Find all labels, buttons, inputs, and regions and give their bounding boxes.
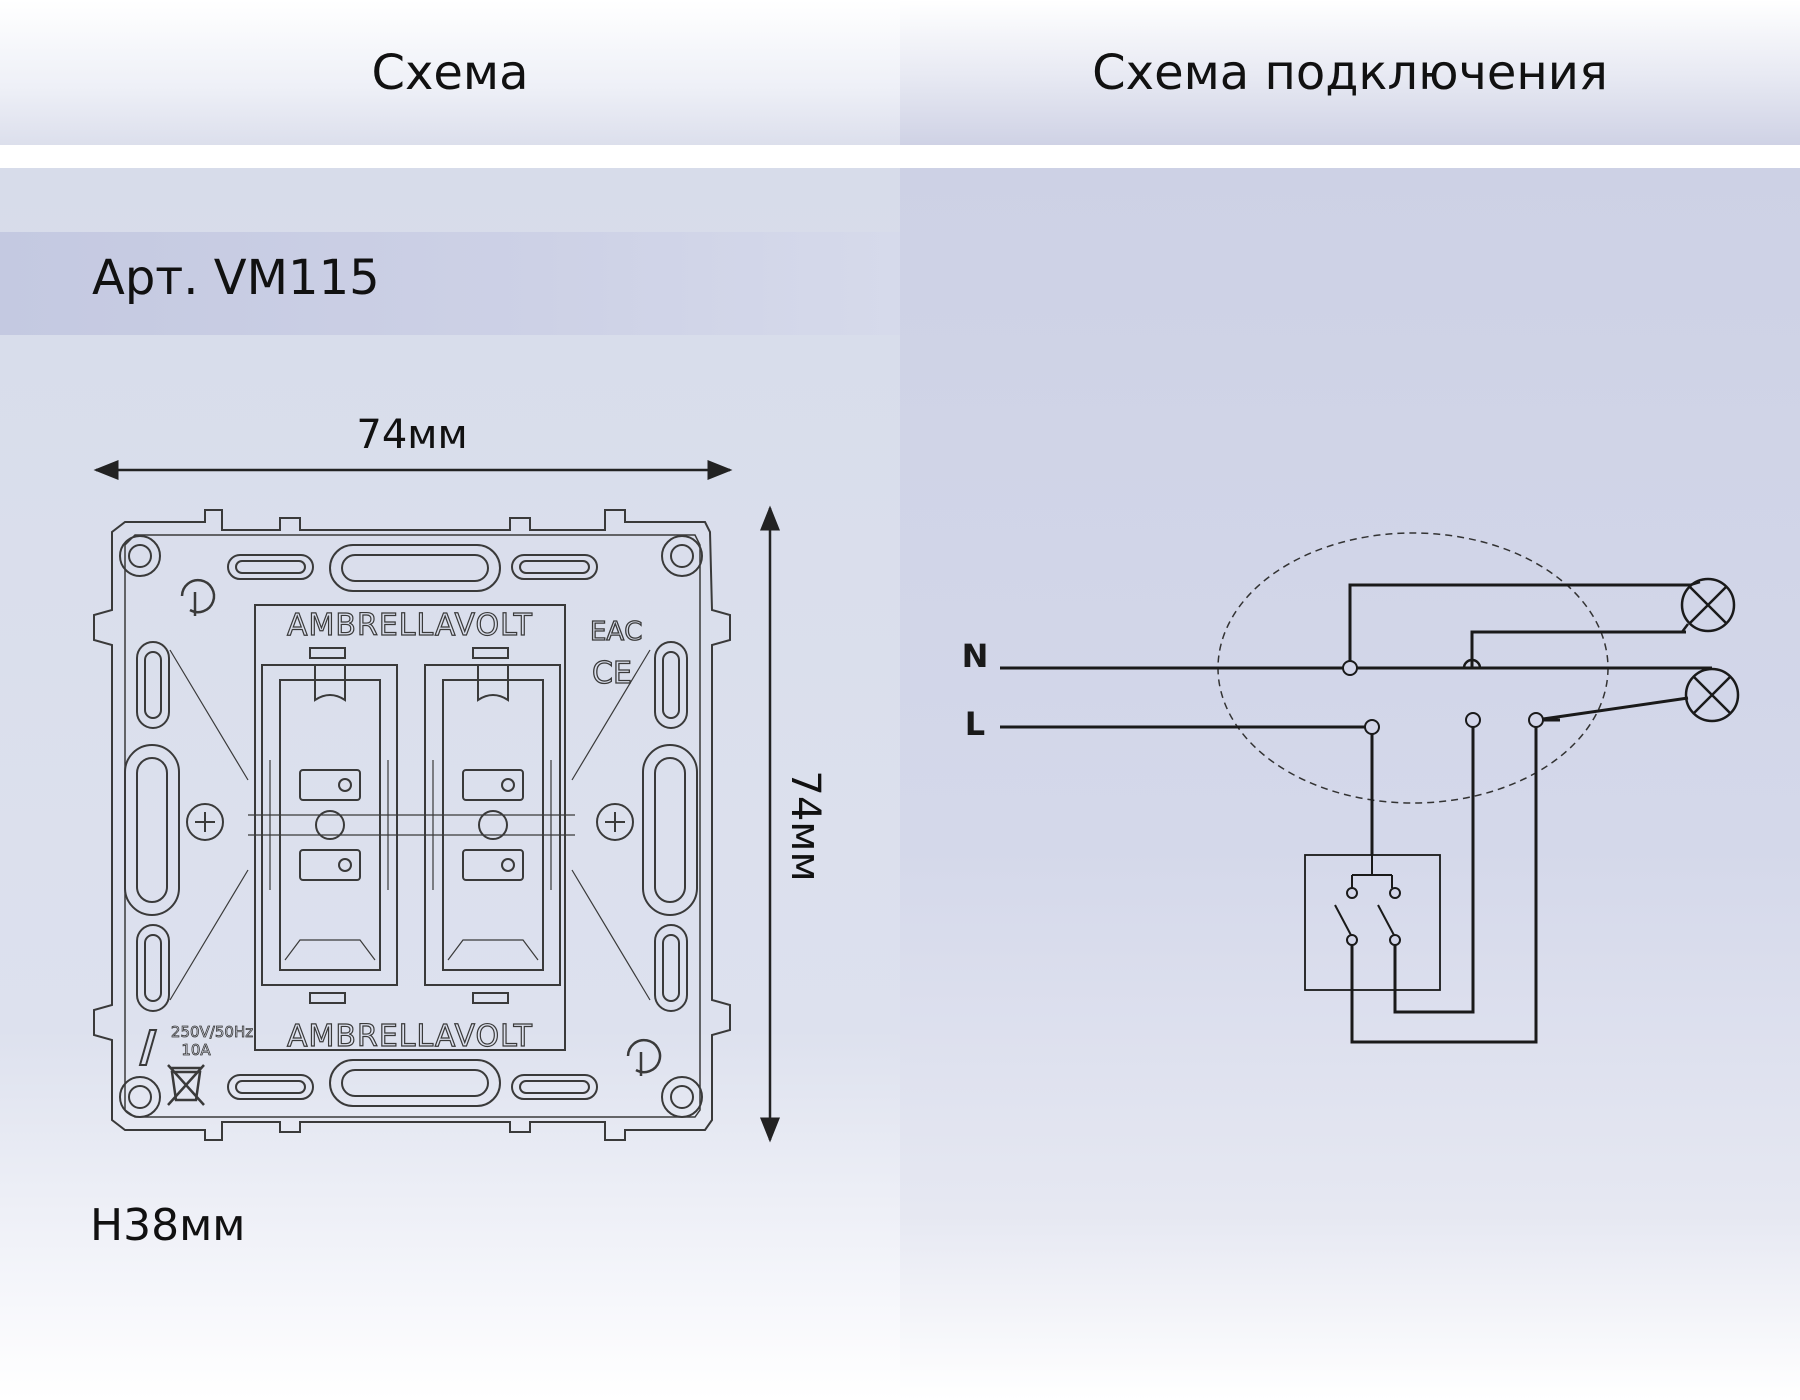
article-band bbox=[0, 232, 900, 335]
depth-label: H38мм bbox=[90, 1200, 246, 1251]
lamp1-phase-wire bbox=[1470, 630, 1686, 668]
article-label: Арт. VM115 bbox=[92, 250, 380, 306]
rating-current: 10A bbox=[181, 1041, 211, 1059]
wiring-diagram bbox=[1000, 532, 1740, 1044]
terminal-n-label: N bbox=[962, 637, 989, 675]
eac-mark: ЕАС bbox=[590, 617, 642, 647]
dimension-height: 74мм bbox=[760, 505, 828, 1143]
lamp1-neutral-wire bbox=[1348, 583, 1690, 668]
header-right: Схема подключения bbox=[900, 0, 1800, 145]
wiring-panel bbox=[900, 168, 1800, 1400]
dimension-width: 74мм bbox=[93, 412, 733, 480]
switch-out2-wire bbox=[1350, 720, 1538, 1044]
lamp-2-icon bbox=[1684, 667, 1740, 723]
height-dimension-label: 74мм bbox=[782, 770, 828, 881]
brand-bottom: AMBRELLAVOLT bbox=[287, 1019, 533, 1054]
ce-mark: CE bbox=[592, 656, 632, 691]
switch-mechanism-drawing bbox=[93, 509, 731, 1141]
brand-top: AMBRELLAVOLT bbox=[287, 608, 533, 643]
rating-voltage: 250V/50Hz bbox=[171, 1023, 253, 1041]
header-right-title: Схема подключения bbox=[1092, 44, 1608, 101]
header-left: Схема bbox=[0, 0, 900, 145]
header-left-title: Схема bbox=[371, 44, 529, 101]
terminal-l-label: L bbox=[965, 705, 985, 743]
width-dimension-label: 74мм bbox=[356, 412, 467, 458]
lamp-1-icon bbox=[1680, 577, 1736, 633]
scheme-panel bbox=[0, 168, 900, 1400]
header-gap bbox=[0, 145, 1800, 168]
switch-out1-wire bbox=[1393, 720, 1475, 1014]
